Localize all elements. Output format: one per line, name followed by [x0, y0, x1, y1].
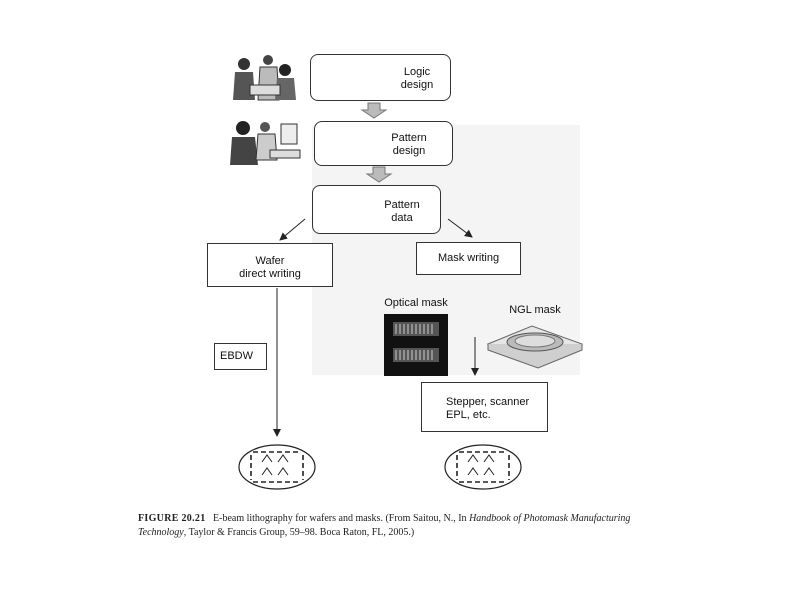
- stepper-scanner-label: Stepper, scanner EPL, etc.: [446, 396, 546, 422]
- wafer-direct-writing-box: [207, 243, 333, 287]
- figure-caption: FIGURE 20.21 E-beam lithography for wafe…: [138, 512, 658, 540]
- caption-text-2: , Taylor & Francis Group, 59–98. Boca Ra…: [183, 527, 415, 538]
- ngl-mask-label: NGL mask: [509, 304, 561, 316]
- logic-design-box: [310, 54, 451, 101]
- logic-design-line2: design: [400, 79, 434, 91]
- pattern-data-line1: Pattern: [384, 199, 420, 211]
- pattern-design-box: [314, 121, 453, 166]
- stepper-line2: EPL, etc.: [446, 409, 491, 421]
- stepper-line1: Stepper, scanner: [446, 396, 530, 408]
- pattern-data-line2: data: [391, 212, 413, 224]
- pattern-design-line1: Pattern: [391, 132, 427, 144]
- mask-writing-label: Mask writing: [437, 252, 500, 264]
- engineers-illustration-2: [230, 121, 301, 165]
- ebdw-label: EBDW: [220, 350, 253, 362]
- pattern-design-line2: design: [392, 145, 426, 157]
- wafer-line1: Wafer: [255, 255, 285, 267]
- logic-design-line1: Logic: [403, 66, 431, 78]
- pattern-data-label: Pattern data: [377, 199, 427, 225]
- ebdw-box: [214, 343, 267, 370]
- arrow-to-wafer: [279, 218, 306, 241]
- flow-arrow-1: [360, 102, 388, 119]
- optical-mask-label: Optical mask: [384, 297, 448, 309]
- mask-writing-box: [416, 242, 521, 275]
- caption-text-1: E-beam lithography for wafers and masks.…: [213, 513, 470, 524]
- pattern-design-label: Pattern design: [384, 132, 434, 158]
- wafer-left-icon: [238, 444, 316, 490]
- engineers-illustration-1: [233, 55, 296, 101]
- figure-number: FIGURE 20.21: [138, 513, 206, 524]
- wafer-direct-writing-label: Wafer direct writing: [207, 255, 333, 281]
- caption-book-title: Handbook of Photomask Manufacturing Tech…: [138, 513, 631, 538]
- wafer-right-icon: [444, 444, 522, 490]
- pattern-data-box: [312, 185, 441, 234]
- wafer-line2: direct writing: [239, 268, 301, 280]
- stepper-scanner-box: [421, 382, 548, 432]
- logic-design-label: Logic design: [392, 66, 442, 92]
